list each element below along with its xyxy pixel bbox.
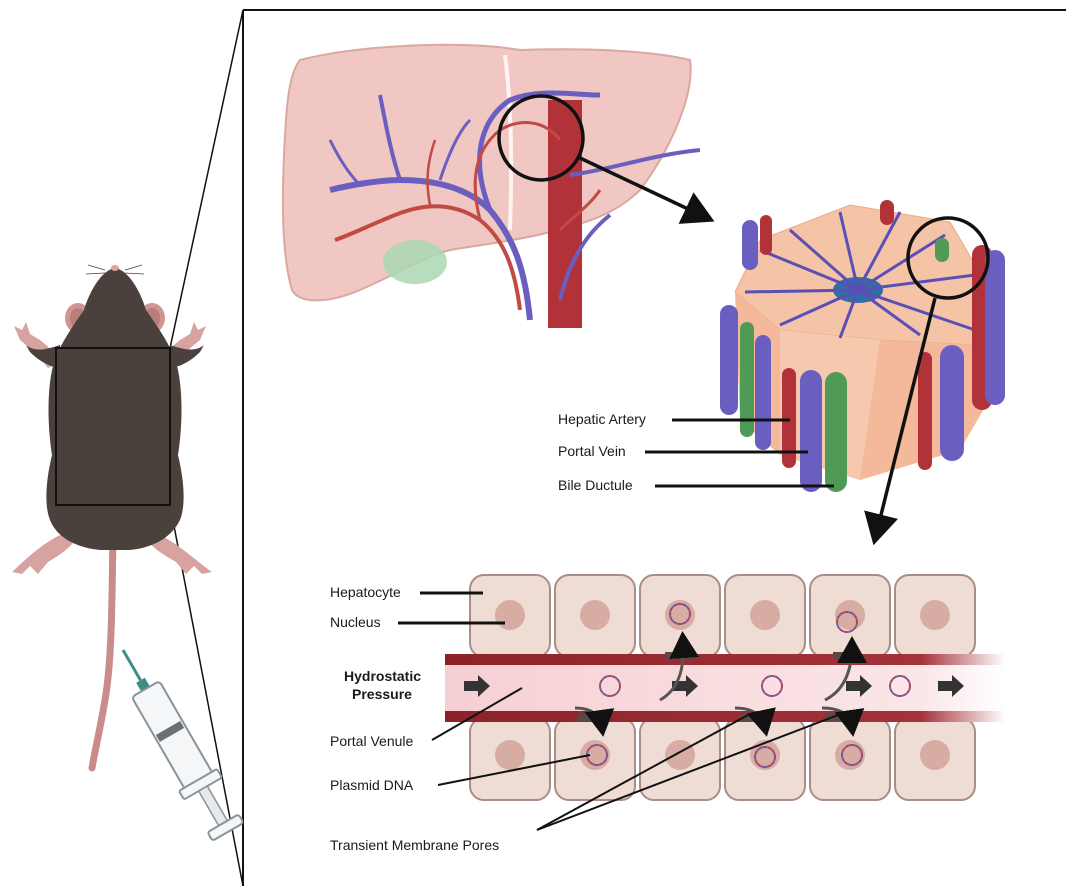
hepatocyte-row-top: [470, 575, 975, 657]
label-hepatocyte: Hepatocyte: [330, 584, 401, 600]
liver-illustration: [283, 45, 705, 328]
label-hydrostatic-pressure-line2: Pressure: [352, 686, 412, 702]
label-transient-membrane-pores: Transient Membrane Pores: [330, 837, 499, 853]
label-plasmid-dna: Plasmid DNA: [330, 777, 414, 793]
syringe-icon: [104, 639, 247, 843]
label-hepatic-artery: Hepatic Artery: [558, 411, 646, 427]
label-portal-vein: Portal Vein: [558, 443, 626, 459]
label-nucleus: Nucleus: [330, 614, 381, 630]
label-hydrostatic-pressure-line1: Hydrostatic: [344, 668, 421, 684]
label-portal-venule: Portal Venule: [330, 733, 413, 749]
label-bile-ductule: Bile Ductule: [558, 477, 633, 493]
mouse-illustration: [12, 265, 212, 768]
